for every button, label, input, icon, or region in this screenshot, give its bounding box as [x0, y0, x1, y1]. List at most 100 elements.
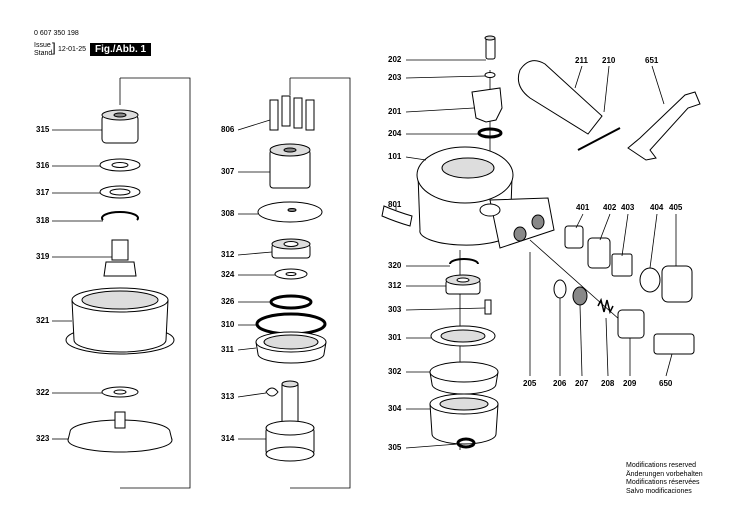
part-label-211: 211: [575, 56, 588, 65]
part-321-shroud: [65, 287, 175, 355]
part-label-206: 206: [553, 379, 567, 388]
part-label-321: 321: [36, 316, 50, 325]
part-label-320: 320: [388, 261, 402, 270]
part-806-vanes: [269, 95, 315, 131]
part-401-fitting: [564, 225, 584, 249]
part-202-valve-pin: [484, 35, 496, 60]
part-label-305: 305: [388, 443, 402, 452]
part-label-207: 207: [575, 379, 589, 388]
part-314-eccentric-shaft: [265, 380, 315, 462]
part-208-spring: [597, 297, 614, 315]
note-fr: Modifications réservées: [626, 479, 700, 486]
part-402-valve-body: [587, 237, 611, 269]
part-305-o-ring: [456, 437, 476, 449]
part-label-322: 322: [36, 388, 50, 397]
part-label-202: 202: [388, 55, 402, 64]
part-315-bearing-cap: [101, 109, 139, 144]
part-label-314: 314: [221, 434, 235, 443]
part-203-o-ring: [484, 72, 496, 78]
part-801-label: [381, 205, 413, 227]
part-206-washer: [553, 279, 567, 299]
part-209-nut: [617, 309, 645, 339]
part-312-bearing-lower: [445, 274, 481, 295]
part-label-312-lower: 312: [388, 281, 402, 290]
part-label-312-upper: 312: [221, 250, 235, 259]
part-label-313: 313: [221, 392, 235, 401]
part-label-402: 402: [603, 203, 617, 212]
part-308-end-plate: [257, 201, 323, 223]
part-label-806: 806: [221, 125, 235, 134]
part-label-650: 650: [659, 379, 673, 388]
part-label-209: 209: [623, 379, 637, 388]
part-label-304: 304: [388, 404, 402, 413]
part-313-key: [265, 387, 279, 397]
part-label-315: 315: [36, 125, 50, 134]
figure-label: Fig./Abb. 1: [90, 43, 152, 56]
part-label-326: 326: [221, 297, 235, 306]
part-label-801: 801: [388, 200, 402, 209]
header-bracket: ]: [52, 40, 56, 55]
part-201-valve-lever: [471, 87, 503, 123]
part-label-324: 324: [221, 270, 235, 279]
part-label-303: 303: [388, 305, 402, 314]
part-319-spindle-nut: [103, 239, 137, 277]
part-label-311: 311: [221, 345, 234, 354]
part-label-323: 323: [36, 434, 50, 443]
part-304-skirt: [429, 393, 499, 445]
issue-label: Issue: [34, 42, 51, 49]
part-650-nipple: [653, 333, 695, 355]
assembly-guide-lines: [119, 70, 621, 489]
part-204-o-ring: [477, 127, 503, 139]
part-label-307: 307: [221, 167, 235, 176]
part-label-318: 318: [36, 216, 50, 225]
part-label-203: 203: [388, 73, 402, 82]
part-label-316: 316: [36, 161, 50, 170]
part-label-210: 210: [602, 56, 616, 65]
note-es: Salvo modificaciones: [626, 487, 692, 495]
part-label-405: 405: [669, 203, 683, 212]
issue-date: 12-01-25: [58, 46, 87, 53]
part-label-319: 319: [36, 252, 50, 261]
note-de: Änderungen vorbehalten: [626, 470, 703, 478]
part-316-washer: [99, 158, 141, 172]
stand-label: Stand: [34, 50, 53, 57]
part-label-401: 401: [576, 203, 590, 212]
modification-notes: Modifications reserved Änderungen vorbeh…: [626, 462, 703, 496]
part-211-handle-grip: [517, 60, 603, 135]
part-label-204: 204: [388, 129, 402, 138]
part-310-o-ring: [255, 312, 327, 336]
doc-number: 0 607 350 198: [34, 30, 79, 37]
part-label-208: 208: [601, 379, 615, 388]
part-label-651: 651: [645, 56, 659, 65]
leader-lines: [52, 59, 677, 449]
note-en: Modifications reserved: [626, 462, 697, 469]
part-324-washer: [274, 268, 308, 280]
part-101-housing: [416, 146, 555, 249]
part-322-washer: [101, 386, 139, 398]
part-318-circlip: [101, 211, 139, 221]
part-651-wrench: [627, 91, 701, 161]
part-302-plate: [429, 361, 499, 395]
part-207-gear: [572, 286, 588, 306]
part-label-403: 403: [621, 203, 635, 212]
part-403-nut: [611, 253, 633, 277]
part-307-rotor: [269, 143, 311, 189]
part-label-101: 101: [388, 152, 402, 161]
part-323-backing-pad: [67, 411, 173, 453]
part-311-cylinder: [255, 331, 327, 364]
part-label-302: 302: [388, 367, 402, 376]
part-303-pin: [484, 299, 492, 315]
part-label-201: 201: [388, 107, 402, 116]
part-label-404: 404: [650, 203, 664, 212]
part-404-ring: [639, 267, 661, 293]
part-label-317: 317: [36, 188, 50, 197]
part-312-bearing-upper: [271, 238, 311, 259]
part-label-310: 310: [221, 320, 235, 329]
part-301-ring: [430, 325, 496, 347]
part-317-washer: [99, 185, 141, 199]
part-326-o-ring: [269, 294, 313, 310]
part-405-sleeve: [661, 265, 693, 303]
part-210-pin: [577, 127, 621, 151]
part-label-301: 301: [388, 333, 402, 342]
